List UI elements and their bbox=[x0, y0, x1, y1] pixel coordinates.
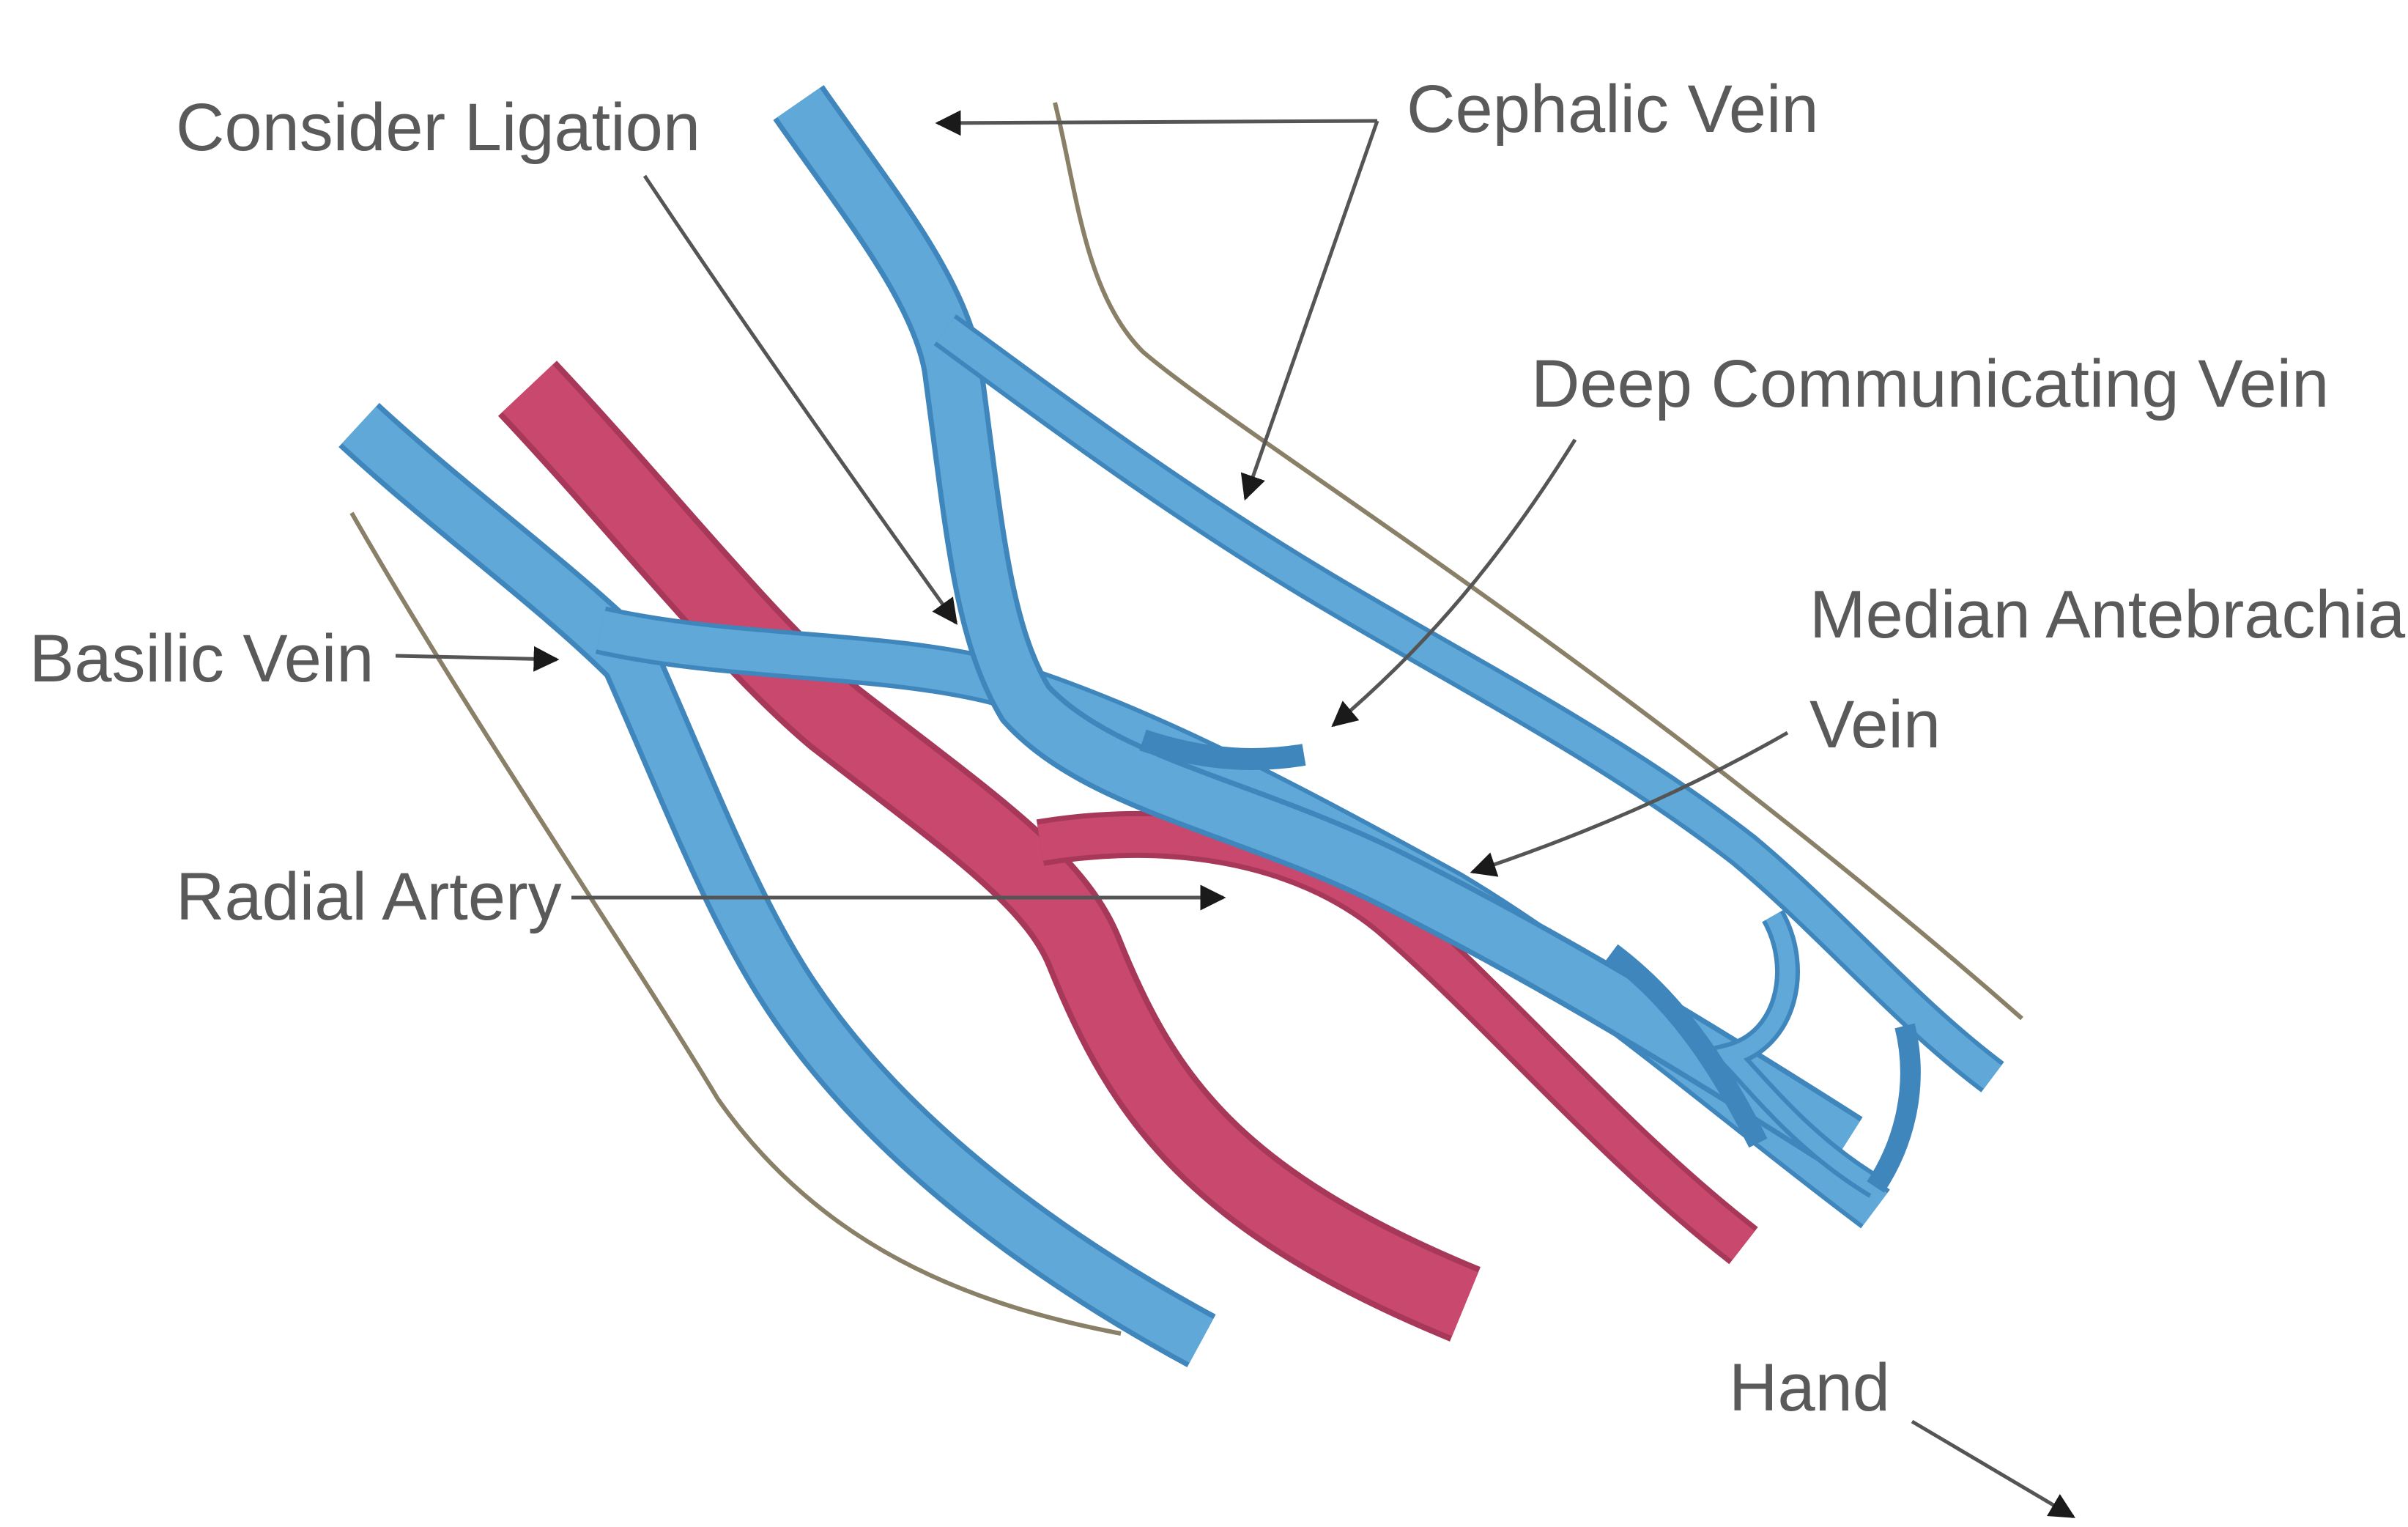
leader-cephalic-mid bbox=[1245, 121, 1377, 498]
label-deep-communicating-vein: Deep Communicating Vein bbox=[1531, 347, 2329, 421]
label-radial-artery: Radial Artery bbox=[176, 859, 562, 934]
label-median-antebrachial-line1: Median Antebrachial bbox=[1809, 577, 2408, 652]
label-basilic-vein: Basilic Vein bbox=[29, 621, 374, 696]
label-hand: Hand bbox=[1729, 1350, 1890, 1425]
leader-cephalic-top bbox=[938, 121, 1377, 123]
leader-basilic bbox=[396, 656, 557, 659]
label-cephalic-vein: Cephalic Vein bbox=[1407, 72, 1819, 147]
forearm-outline-upper bbox=[1055, 103, 2022, 1018]
basilic-vein-vessel bbox=[359, 425, 1875, 1341]
label-consider-ligation: Consider Ligation bbox=[176, 90, 700, 165]
leader-hand bbox=[1912, 1421, 2073, 1517]
label-median-antebrachial-line2: Vein bbox=[1809, 687, 1941, 762]
